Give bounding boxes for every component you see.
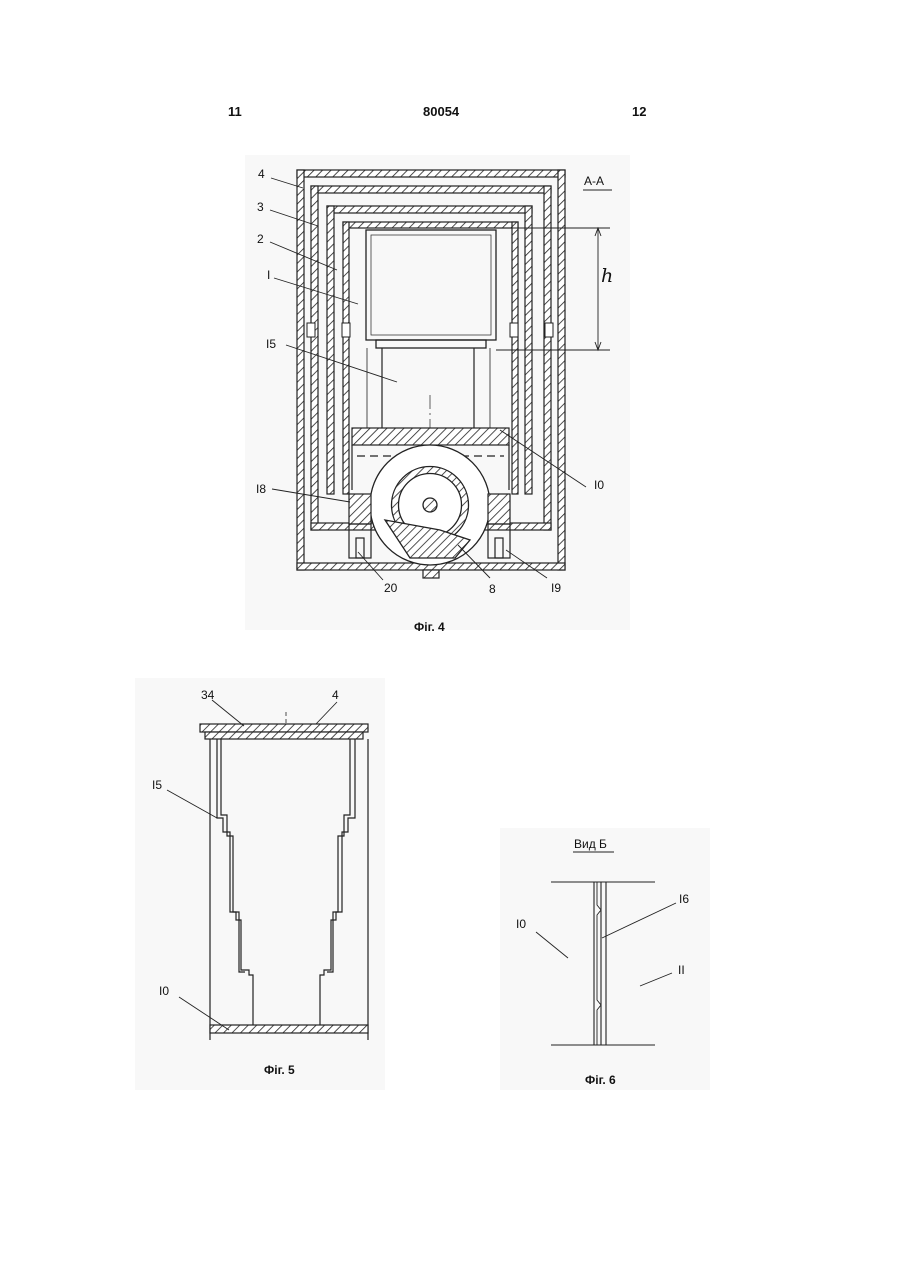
fig6-caption: Фіг. 6 bbox=[585, 1073, 616, 1087]
fig6-label-10: I0 bbox=[516, 917, 526, 931]
fig6-label-11: II bbox=[678, 963, 685, 977]
fig6-label-16: I6 bbox=[679, 892, 689, 906]
figure-6-shading bbox=[500, 828, 710, 1090]
fig6-title: Вид Б bbox=[574, 837, 607, 851]
